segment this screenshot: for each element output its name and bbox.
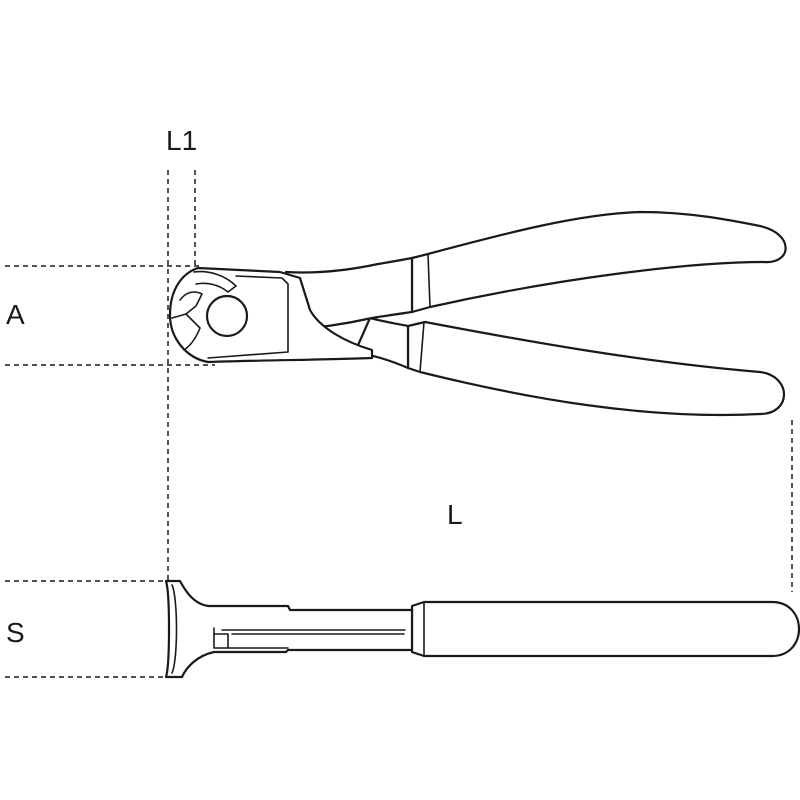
pliers-side-view [168, 210, 787, 417]
lower-handle-grip [406, 320, 785, 417]
upper-handle-neck [284, 256, 414, 332]
dimension-lines [5, 170, 793, 678]
jaw-plate [207, 275, 289, 359]
lower-handle-neck [353, 316, 410, 370]
cutting-edge-upper [193, 270, 237, 293]
lower-grip-collar-line [419, 321, 425, 373]
pivot-rivet [205, 294, 249, 338]
top-view-body [164, 579, 414, 679]
jaw-head [168, 266, 374, 364]
top-view-joint-slot [213, 627, 406, 649]
dimension-label-a: A [6, 299, 25, 330]
dimension-label-l1: L1 [166, 125, 197, 156]
dimension-label-s: S [6, 617, 25, 648]
cutting-edge-inner [179, 291, 203, 315]
pliers-top-view [164, 579, 800, 679]
dimension-label-l: L [447, 499, 463, 530]
top-handle-grip [410, 600, 800, 658]
upper-handle-grip [410, 210, 787, 314]
cutting-edge-lower [171, 313, 201, 351]
top-view-jaw-face [171, 584, 178, 674]
upper-grip-collar-line [427, 253, 431, 308]
